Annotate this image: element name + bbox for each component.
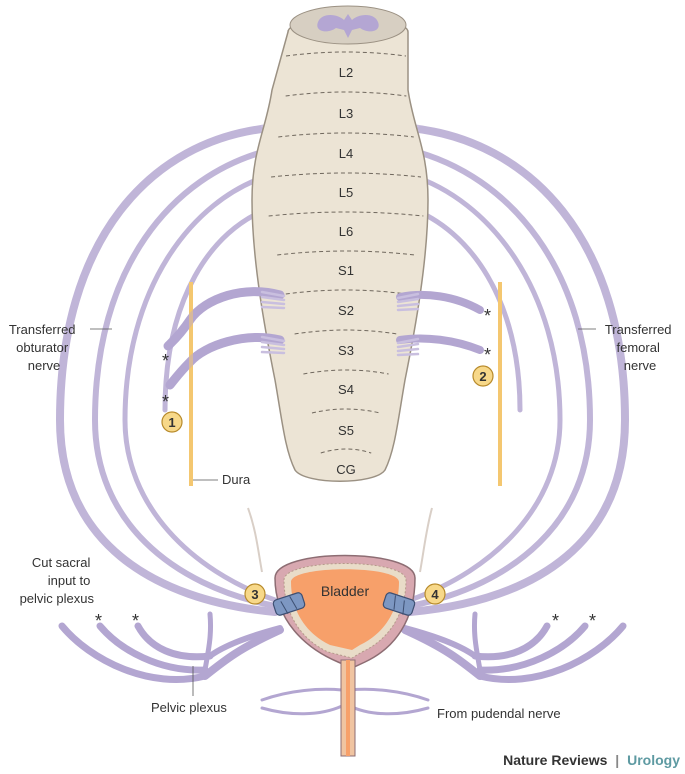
segment-dividers [268,51,424,454]
grey-matter-icon [317,14,379,38]
asterisk-plexus-right-2: * [589,611,596,631]
label-transferred-femoral-nerve: Transferred femoral nerve [605,322,675,373]
segment-label-s3: S3 [338,343,354,358]
bladder [274,554,416,757]
marker-4: 4 [424,583,446,605]
bladder-label: Bladder [321,583,370,599]
asterisk-plexus-left-2: * [132,611,139,631]
label-from-pudendal-nerve: From pudendal nerve [437,706,561,721]
asterisk-s2-left: * [162,351,169,371]
segment-divider [294,329,398,335]
pelvic-plexus [58,611,627,683]
segment-divider [268,211,424,217]
dura-overlap-left [189,290,193,390]
marker-1: 1 [161,411,183,433]
transferred-femoral-nerve [406,124,630,616]
svg-text:2: 2 [479,369,486,384]
segment-divider [285,289,407,295]
transferred-obturator-nerve [55,124,279,616]
segment-divider [278,132,414,138]
segment-label-cg: CG [336,462,356,477]
asterisk-plexus-right-1: * [552,611,559,631]
asterisk-s2-right: * [484,306,491,326]
segment-label-l2: L2 [339,65,353,80]
label-pelvic-plexus: Pelvic plexus [151,700,227,715]
label-dura: Dura [222,472,251,487]
nerve-coupler-left [272,592,306,616]
segment-label-s5: S5 [338,423,354,438]
segment-divider [277,250,415,256]
segment-divider [303,369,389,375]
asterisk-s3-left: * [162,392,169,412]
cauda-to-bladder [247,507,433,573]
segment-label-l5: L5 [339,185,353,200]
svg-text:4: 4 [431,587,439,602]
pudendal-nerve [260,687,430,716]
sacral-rootlets [260,290,420,357]
svg-text:3: 3 [251,587,258,602]
segment-label-l4: L4 [339,146,353,161]
segment-divider [285,91,407,97]
leader-lines [90,328,596,696]
nerve-coupler-right [382,592,416,616]
segment-divider [285,51,407,57]
label-transferred-obturator-nerve: Transferred obturator nerve [9,322,79,373]
svg-text:1: 1 [168,415,175,430]
segment-label-s1: S1 [338,263,354,278]
asterisk-s3-right: * [484,345,491,365]
marker-2: 2 [472,365,494,387]
segment-label-l6: L6 [339,224,353,239]
segment-label-l3: L3 [339,106,353,121]
asterisk-plexus-left-1: * [95,611,102,631]
segment-divider [271,172,421,178]
publisher-brand: Nature Reviews | Urology [503,752,680,768]
label-cut-sacral-input: Cut sacral input to pelvic plexus [20,555,95,606]
segment-label-s4: S4 [338,382,354,397]
segment-label-s2: S2 [338,303,354,318]
marker-3: 3 [244,583,266,605]
